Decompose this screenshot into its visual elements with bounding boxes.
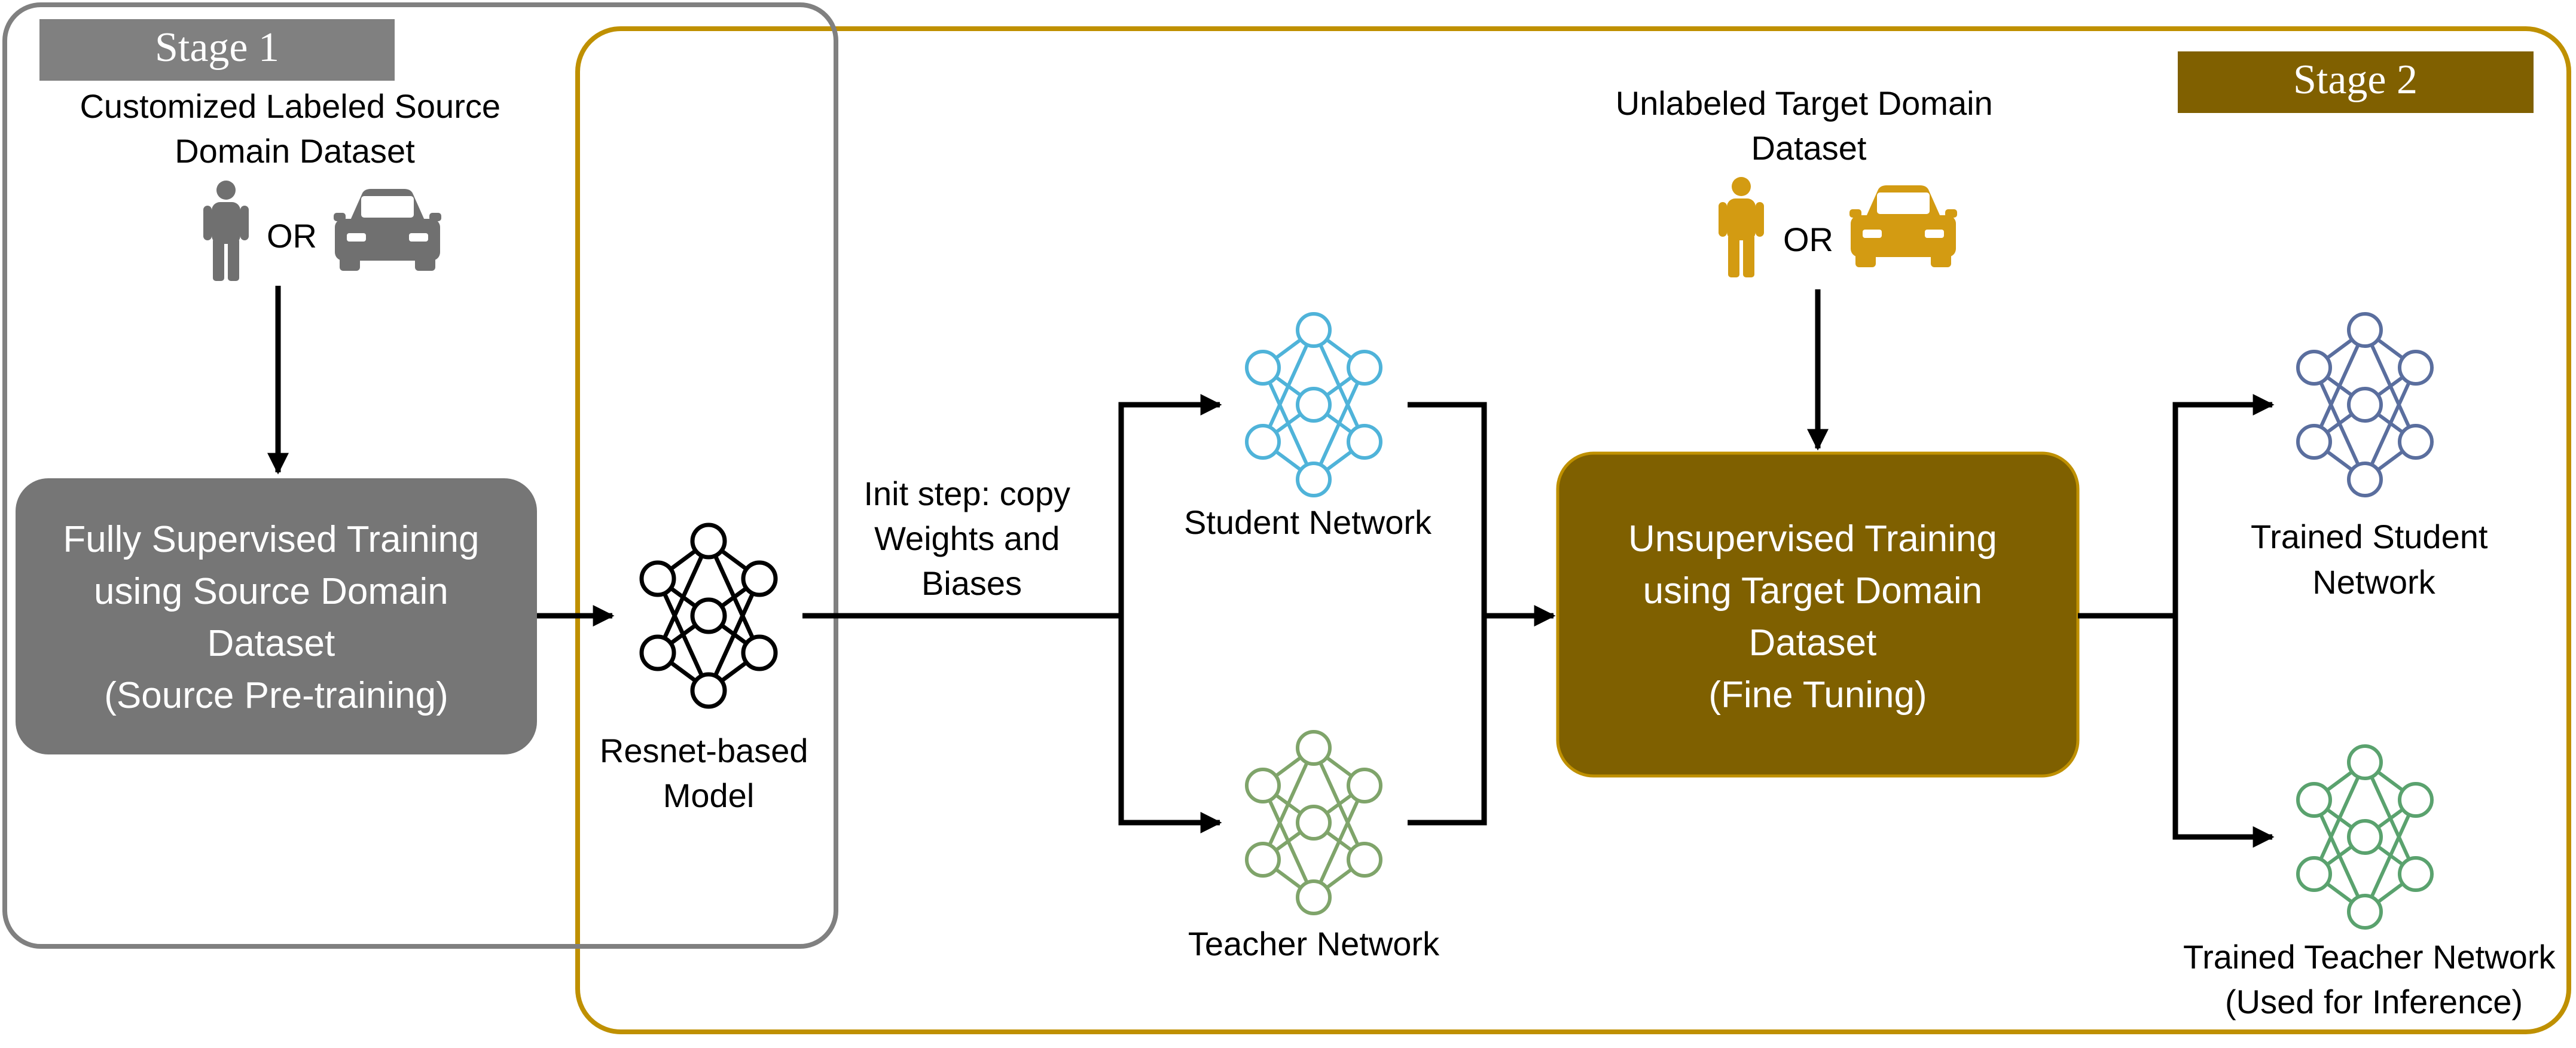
stage1-title: Stage 1: [155, 25, 279, 71]
car-icon: [334, 189, 441, 271]
student-network-icon: [1247, 314, 1381, 496]
stage2-frame: [575, 26, 2571, 1034]
model-label: Resnet-based Model: [600, 732, 817, 814]
split-to-student-arrow: [1118, 394, 1222, 618]
target-or-label: OR: [1783, 221, 1833, 258]
split-to-trained-teacher-arrow: [2172, 613, 2275, 848]
stage1-title-bar: [39, 19, 395, 81]
person-icon: [1719, 177, 1764, 277]
person-icon: [203, 181, 249, 281]
fine-tuning-box: [1556, 451, 2080, 778]
source-or-label: OR: [267, 217, 317, 255]
teacher-to-merge-line: [1408, 613, 1487, 826]
stage1-frame: [2, 2, 838, 949]
stage2-title-bar: [2178, 51, 2534, 113]
trained-teacher-label: Trained Teacher Network (Used for Infere…: [2183, 938, 2565, 1020]
teacher-network-label: Teacher Network: [1188, 925, 1440, 963]
trained-student-label: Trained Student Network: [2251, 518, 2497, 601]
car-icon: [1849, 185, 1957, 267]
target-dataset-label: Unlabeled Target Domain Dataset: [1616, 84, 2002, 167]
source-training-box: [16, 478, 537, 754]
source-dataset-label: Customized Labeled Source Domain Dataset: [80, 87, 509, 170]
source-training-text: Fully Supervised Training using Source D…: [63, 519, 489, 716]
trained-student-network-icon: [2298, 314, 2432, 496]
student-network-label: Student Network: [1184, 503, 1432, 541]
split-to-trained-student-arrow: [2172, 394, 2275, 618]
teacher-network-icon: [1247, 732, 1381, 913]
trained-teacher-network-icon: [2298, 746, 2432, 928]
split-to-teacher-arrow: [1118, 613, 1222, 833]
student-to-merge-line: [1408, 402, 1487, 618]
model-network-icon: [642, 525, 776, 707]
init-step-label: Init step: copy Weights and Biases: [863, 475, 1079, 602]
stage2-title: Stage 2: [2293, 57, 2418, 103]
fine-tuning-text: Unsupervised Training using Target Domai…: [1628, 518, 2007, 716]
